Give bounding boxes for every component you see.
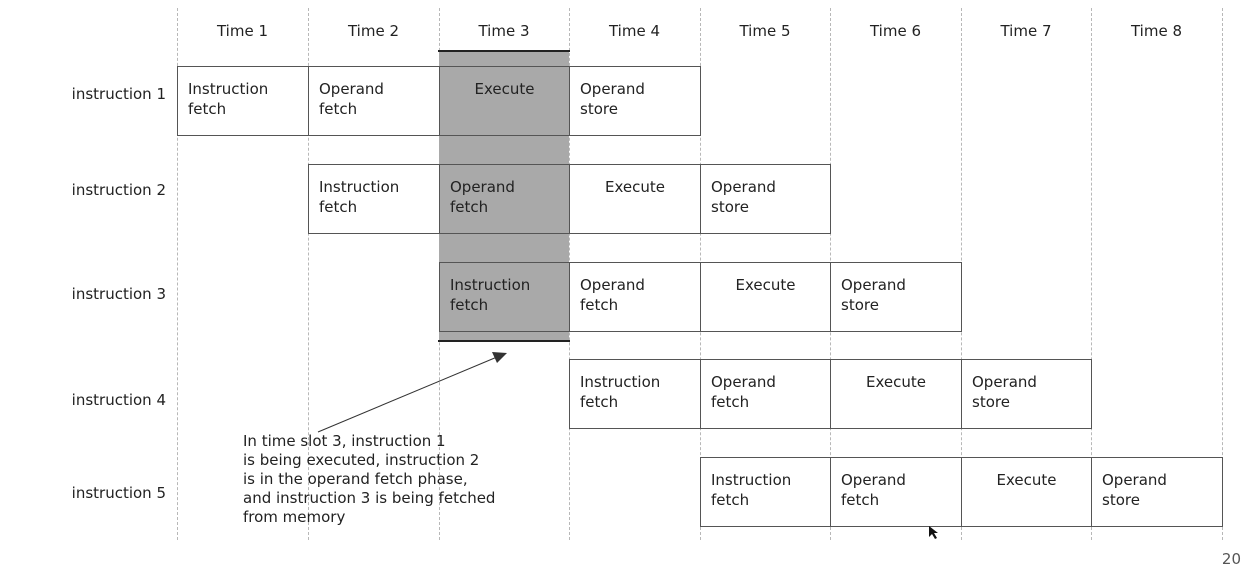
stage-cell-instruction-fetch: Instruction fetch	[308, 164, 440, 234]
instruction-label-5: instruction 5	[71, 484, 166, 502]
stage-cell-operand-store: Operand store	[961, 359, 1092, 429]
highlight-top-bar	[438, 50, 570, 52]
time-header-7: Time 7	[1000, 22, 1052, 40]
stage-cell-instruction-fetch: Instruction fetch	[439, 262, 570, 332]
stage-cell-operand-store: Operand store	[830, 262, 962, 332]
stage-cell-instruction-fetch: Instruction fetch	[569, 359, 701, 429]
stage-cell-instruction-fetch: Instruction fetch	[177, 66, 309, 136]
stage-cell-operand-fetch: Operand fetch	[308, 66, 440, 136]
time-header-5: Time 5	[739, 22, 791, 40]
stage-cell-operand-store: Operand store	[1091, 457, 1223, 527]
stage-cell-execute: Execute	[439, 66, 570, 136]
stage-cell-operand-fetch: Operand fetch	[439, 164, 570, 234]
time-header-4: Time 4	[608, 22, 661, 40]
page-number: 20	[1221, 550, 1241, 568]
time-header-1: Time 1	[216, 22, 269, 40]
stage-cell-execute: Execute	[700, 262, 831, 332]
time-header-3: Time 3	[478, 22, 530, 40]
time-header-6: Time 6	[869, 22, 922, 40]
instruction-label-2: instruction 2	[71, 181, 166, 199]
stage-cell-operand-fetch: Operand fetch	[830, 457, 962, 527]
instruction-label-1: instruction 1	[71, 85, 166, 103]
highlight-bottom-bar	[438, 340, 570, 342]
stage-cell-operand-store: Operand store	[700, 164, 831, 234]
stage-cell-operand-store: Operand store	[569, 66, 701, 136]
stage-cell-operand-fetch: Operand fetch	[569, 262, 701, 332]
instruction-label-3: instruction 3	[71, 285, 166, 303]
time-header-8: Time 8	[1130, 22, 1183, 40]
time-header-2: Time 2	[347, 22, 400, 40]
time-gridline	[1091, 8, 1092, 540]
stage-cell-execute: Execute	[569, 164, 701, 234]
instruction-label-4: instruction 4	[71, 391, 166, 409]
stage-cell-operand-fetch: Operand fetch	[700, 359, 831, 429]
stage-cell-execute: Execute	[961, 457, 1092, 527]
time-gridline	[1222, 8, 1223, 540]
time-gridline	[177, 8, 178, 540]
annotation-note: In time slot 3, instruction 1 is being e…	[243, 432, 496, 526]
time-gridline	[308, 8, 309, 540]
